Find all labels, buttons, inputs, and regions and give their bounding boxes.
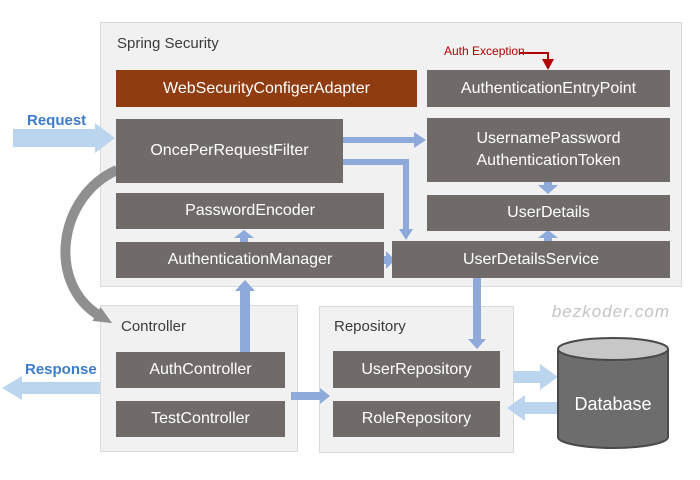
database-label: Database	[574, 394, 652, 414]
auth-exception-line-icon	[519, 52, 549, 59]
box-username-password-authentication-token: UsernamePassword AuthenticationToken	[427, 118, 670, 182]
spring-security-title: Spring Security	[117, 35, 219, 52]
manager-to-encoder-arrow-icon	[234, 230, 254, 242]
filter-to-controller-curve-icon	[60, 165, 120, 324]
userrepo-to-db-arrow-icon	[513, 364, 558, 390]
database-cylinder-top	[557, 337, 669, 361]
authcontroller-to-manager-arrow-icon	[235, 280, 255, 352]
response-label: Response	[25, 361, 97, 378]
box-user-repository: UserRepository	[333, 351, 500, 388]
watermark-text: bezkoder.com	[551, 302, 670, 321]
filter-to-service-elbow-icon	[343, 159, 409, 229]
response-arrow-icon	[2, 376, 100, 400]
db-to-rolerepo-arrow-icon	[507, 395, 557, 421]
box-role-repository: RoleRepository	[333, 401, 500, 437]
box-user-details-service: UserDetailsService	[392, 241, 670, 278]
service-to-userdetails-arrow-icon	[538, 230, 558, 241]
box-once-per-request-filter: OncePerRequestFilter	[116, 119, 343, 183]
token-label-line2: AuthenticationToken	[476, 152, 621, 169]
service-to-userrepo-arrow-icon	[468, 278, 486, 349]
request-arrow-icon	[13, 123, 115, 153]
request-label: Request	[27, 112, 87, 129]
box-password-encoder: PasswordEncoder	[116, 193, 384, 229]
box-authentication-manager: AuthenticationManager	[116, 242, 384, 278]
database-cylinder	[557, 349, 669, 449]
filter-to-service-head-icon	[399, 229, 413, 240]
auth-exception-label: Auth Exception	[444, 44, 525, 58]
filter-to-token-arrow-icon	[343, 132, 426, 148]
box-test-controller: TestController	[116, 401, 285, 437]
box-web-security-configer-adapter: WebSecurityConfigerAdapter	[116, 70, 417, 107]
repository-title: Repository	[334, 318, 406, 335]
token-label-line1: UsernamePassword	[476, 129, 621, 147]
box-user-details: UserDetails	[427, 195, 670, 231]
controller-title: Controller	[121, 318, 187, 335]
auth-exception-head-icon	[542, 59, 554, 70]
box-auth-controller: AuthController	[116, 352, 285, 388]
token-to-userdetails-arrow-icon	[538, 182, 558, 194]
manager-to-service-arrow-icon	[382, 251, 395, 269]
controller-to-repository-arrow-icon	[291, 388, 330, 404]
box-authentication-entry-point: AuthenticationEntryPoint	[427, 70, 670, 107]
